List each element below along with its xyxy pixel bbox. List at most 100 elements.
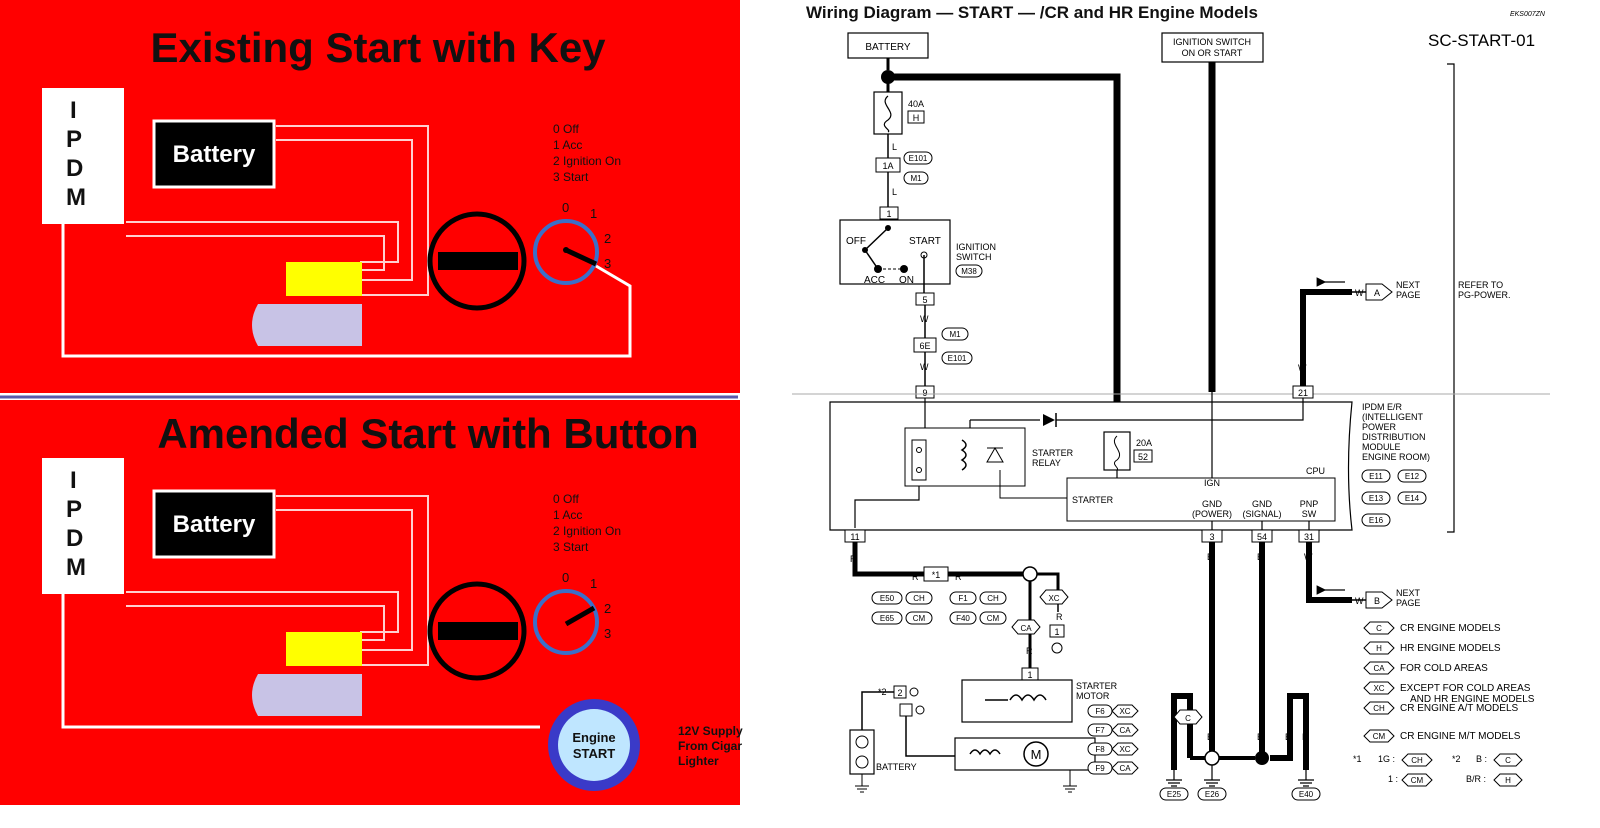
motor-conn-f9-ca: CA [1119, 764, 1131, 773]
conn-m1b: M1 [949, 330, 961, 339]
legend-tag-shape [1363, 621, 1395, 635]
key-position-acc: 1 Acc [553, 138, 582, 152]
ipdm-box-lower [42, 458, 124, 594]
legend-text: HR ENGINE MODELS [1400, 643, 1501, 654]
starter-motor-label-1: STARTER [1076, 681, 1118, 691]
key-dial-lower [533, 589, 599, 655]
legend-text: FOR COLD AREAS [1400, 663, 1488, 674]
cpu-block [1066, 477, 1336, 522]
conn-f1: F1 [958, 594, 968, 603]
footnote-s2: *2 [1452, 754, 1461, 764]
ignition-box-line1: IGNITION SWITCH [1173, 37, 1251, 47]
battery-label: Battery [173, 141, 256, 168]
wire-color-l2: L [892, 187, 897, 197]
existing-start-panel: Existing Start with Key I P D M Battery … [0, 0, 740, 393]
footnote-h: H [1505, 776, 1511, 785]
pin-21: 21 [1298, 388, 1308, 398]
lilac-block [252, 304, 362, 346]
conn-6e: 6E [919, 341, 930, 351]
next-page-b-1: NEXT [1396, 588, 1421, 598]
key-pointer-lower [564, 605, 596, 627]
xc-tag: XC [1048, 594, 1059, 603]
ground-e25: E25 [1167, 790, 1182, 799]
dial-number-1: 1 [590, 206, 597, 221]
lower-battery-label: BATTERY [876, 762, 917, 772]
key-position-start-lower: 3 Start [553, 540, 589, 554]
steering-wheel-spoke [438, 252, 518, 270]
gnd-power-2: (POWER) [1192, 509, 1232, 519]
ign-label: IGN [1204, 478, 1220, 488]
wire-color-b6: B [1257, 732, 1263, 742]
starter-pin-label: STARTER [1072, 495, 1114, 505]
motor-conn-f6: F6 [1095, 707, 1105, 716]
conn-f40: F40 [956, 614, 970, 623]
ca-tag: CA [1020, 624, 1032, 633]
ipdm-conn-e14: E14 [1405, 494, 1420, 503]
conn-1a: 1A [882, 161, 893, 171]
c-tag-ground: C [1185, 714, 1191, 723]
legend-text-continued: AND HR ENGINE MODELS [1410, 694, 1535, 705]
footnote-b: B : [1476, 754, 1487, 764]
key-pointer [564, 247, 598, 267]
starter-motor-label-2: MOTOR [1076, 691, 1110, 701]
legend-tag: H [1376, 644, 1382, 653]
wire-color-r5: R [1026, 646, 1033, 656]
key-position-ignition-lower: 2 Ignition On [553, 524, 621, 538]
wire-color-w-b: W [1355, 596, 1364, 606]
key-position-off-lower: 0 Off [553, 492, 579, 506]
wire-color-b1: B [1207, 552, 1213, 562]
pin-11: 11 [850, 532, 859, 542]
pnp-sw-2: SW [1302, 509, 1317, 519]
refer-to-2: PG-POWER. [1458, 290, 1511, 300]
red-wire-outlines [126, 125, 429, 296]
motor-conn-f7: F7 [1095, 726, 1105, 735]
wire-color-b3: B [1171, 732, 1177, 742]
wiring-title: Wiring Diagram — START — /CR and HR Engi… [806, 3, 1258, 22]
amended-start-panel: Amended Start with Button I P D M Batter… [0, 400, 743, 805]
steering-wheel [427, 211, 527, 311]
ipdm-letter-p: P [66, 126, 82, 153]
legend-tag-shape [1363, 661, 1395, 675]
ipdm-conn-e12: E12 [1405, 472, 1420, 481]
starter-relay-label-1: STARTER [1032, 448, 1074, 458]
refer-bracket [1447, 63, 1455, 533]
pin-9: 9 [922, 388, 927, 398]
amended-start-title: Amended Start with Button [157, 410, 698, 457]
battery-feed-wire [888, 73, 1121, 432]
conn-e50-ch: CH [913, 594, 925, 603]
ignition-box-line2: ON OR START [1182, 48, 1243, 58]
conn-f40-cm: CM [987, 614, 1000, 623]
engine-button-line1: Engine [572, 730, 615, 745]
conn-e101: E101 [909, 154, 928, 163]
ipdm-label-5: MODULE [1362, 442, 1401, 452]
page-code: SC-START-01 [1428, 31, 1535, 50]
ipdm-letter-p-lower: P [66, 496, 82, 523]
pin-5: 5 [922, 295, 927, 305]
dial-number-3: 3 [604, 256, 611, 271]
legend-tag: CM [1373, 732, 1386, 741]
ignition-switch-label-2: SWITCH [956, 252, 992, 262]
fuse-40a-id: H [913, 113, 920, 123]
conn-f1-ch: CH [987, 594, 999, 603]
wire-color-w1: W [920, 314, 929, 324]
refer-to-1: REFER TO [1458, 280, 1503, 290]
dial-number-3-lower: 3 [604, 626, 611, 641]
pnp-sw-1: PNP [1300, 499, 1319, 509]
steering-wheel-spoke-lower [438, 622, 518, 640]
engine-button-line2: START [573, 746, 615, 761]
switch-pos-acc: ACC [864, 275, 885, 286]
yellow-block [286, 262, 362, 296]
fuse-20a-id: 52 [1138, 452, 1148, 462]
motor-conn-f8: F8 [1095, 745, 1105, 754]
white-button-wire [61, 594, 540, 729]
battery-box-lower [152, 489, 276, 559]
fuse-20a [1103, 431, 1131, 471]
footnotes: *1 1G : CH 1 : CM *2 B : C B/R : H [1353, 753, 1523, 787]
ipdm-label-1: IPDM E/R [1362, 402, 1403, 412]
footnote-ch: CH [1411, 756, 1423, 765]
wire-color-w-a: W [1355, 288, 1364, 298]
ipdm-letter-i-lower: I [70, 467, 77, 494]
next-page-b-tag: B [1374, 596, 1380, 606]
motor-conn-f7-ca: CA [1119, 726, 1131, 735]
